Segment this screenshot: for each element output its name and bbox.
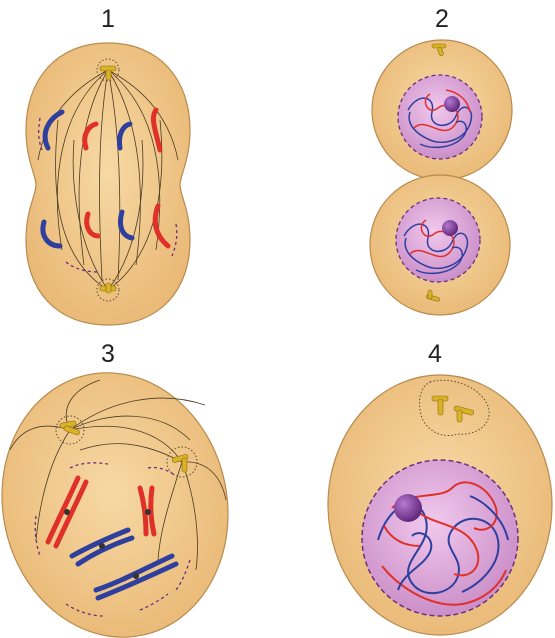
panel-label-2: 2 [435, 5, 449, 33]
daughter-cell-lower [370, 175, 510, 315]
nucleus [398, 75, 482, 159]
nucleolus [394, 494, 422, 522]
nucleolus [444, 96, 460, 112]
panel-3-prometaphase: 3 [0, 340, 252, 638]
panel-label-4: 4 [428, 340, 442, 368]
daughter-cell-upper [372, 40, 512, 180]
panel-label-3: 3 [101, 340, 115, 368]
panel-label-1: 1 [101, 5, 115, 33]
panel-4-interphase: 4 [328, 340, 552, 635]
panel-1-anaphase: 1 [26, 5, 190, 325]
cell-membrane [0, 352, 252, 638]
panel-2-daughter-cells: 2 [370, 5, 512, 315]
nucleolus [442, 220, 458, 236]
